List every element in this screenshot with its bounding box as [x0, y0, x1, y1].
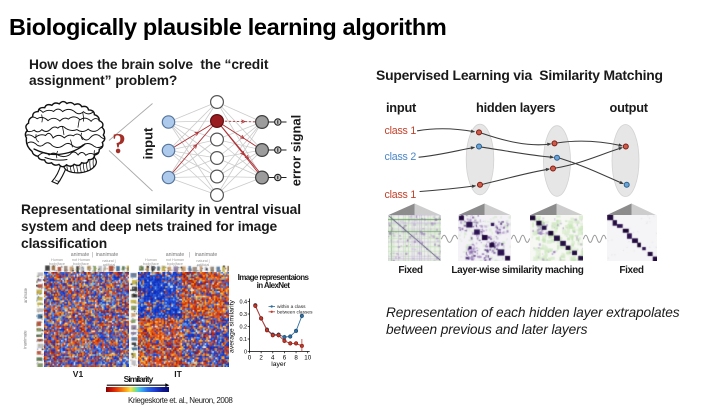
legend-label: between classes — [277, 310, 313, 316]
brain-to-network-bracket — [108, 103, 153, 192]
v1-sub-human: Human body|face — [49, 257, 65, 266]
caption-fixed-input: Fixed — [398, 264, 423, 276]
it-similarity-matrix — [137, 272, 229, 367]
y-tick-label: 0.2 — [239, 325, 247, 331]
class-1-label-top: class 1 — [384, 124, 417, 137]
similarity-matrix-hidden-1 — [458, 214, 511, 261]
slide-title: Biologically plausible learning algorith… — [9, 13, 447, 40]
class-1-label-bottom: class 1 — [384, 188, 417, 201]
legend-label: within a class — [277, 304, 306, 310]
brain-illustration — [24, 100, 106, 185]
similarity-matching-diagram — [416, 123, 640, 197]
v1-stimuli-strip-left — [35, 272, 44, 367]
x-tick-label: 6 — [283, 355, 287, 362]
column-label-hidden-layers: hidden layers — [476, 100, 556, 115]
similarity-arrow — [106, 383, 170, 388]
similarity-colorbar-label: Similarity — [123, 374, 154, 384]
y-tick-label: 0.4 — [239, 300, 247, 306]
v1-caption: V1 — [72, 368, 84, 379]
v1-similarity-matrix — [44, 272, 129, 367]
v1-stimuli-strip-top — [44, 264, 129, 273]
it-stimuli-strip-top — [137, 264, 229, 273]
v1-inanimate-label: inanimate — [95, 251, 119, 258]
credit-assignment-network — [161, 94, 287, 203]
credit-assignment-question: How does the brain solve the “credit ass… — [29, 56, 269, 89]
input-axis-label: input — [140, 127, 156, 160]
column-label-output: output — [609, 100, 649, 115]
v1-sub-not-human: not Human body|face — [71, 257, 91, 266]
similarity-matrix-fixed-output — [606, 214, 657, 261]
x-tick-label: 8 — [294, 355, 298, 362]
caption-fixed-output: Fixed — [619, 264, 644, 276]
it-sub-natural: natural | artificial — [196, 259, 210, 267]
alexnet-inset-title: Image representaions in AlexNet — [237, 272, 309, 291]
y-tick-label: 0.3 — [239, 312, 247, 318]
v1-animate-label: animate — [70, 251, 90, 258]
it-inanimate-label: inanimate — [194, 251, 218, 258]
v1-side-inanimate-label: inanimate — [22, 330, 28, 349]
v1-side-animate-label: animate — [22, 288, 28, 303]
it-sub-not-human: not Human body|face — [165, 257, 185, 266]
error-signal-label: error signal — [288, 114, 304, 187]
caption-layerwise: Layer-wise similarity maching — [451, 264, 584, 276]
y-tick-label: 0 — [244, 350, 247, 356]
it-animate-label: animate — [165, 251, 185, 258]
it-caption: IT — [174, 368, 182, 379]
v1-sub-natural: natural | artificial — [102, 259, 116, 267]
x-tick-label: 4 — [271, 355, 275, 362]
matrix-pyramids-and-links — [388, 203, 657, 243]
similarity-colorbar — [105, 386, 170, 393]
y-axis-label: average similarity — [229, 299, 236, 352]
rdm-group-dividers — [92, 252, 190, 258]
y-tick-label: 0.1 — [239, 337, 247, 343]
x-tick-label: 10 — [304, 355, 311, 362]
x-tick-label: 0 — [248, 355, 252, 362]
column-label-input: input — [386, 100, 417, 115]
similarity-matrix-hidden-2 — [530, 214, 583, 261]
question-mark: ? — [112, 129, 126, 160]
x-axis-label: layer — [271, 361, 286, 368]
x-tick-label: 2 — [259, 355, 263, 362]
it-sub-human: Human body|face — [143, 257, 159, 266]
extrapolation-note: Representation of each hidden layer extr… — [386, 304, 680, 338]
similarity-matrix-fixed-input — [388, 214, 441, 261]
supervised-learning-heading: Supervised Learning via Similarity Match… — [376, 67, 663, 83]
citation: Kriegeskorte et. al., Neuron, 2008 — [128, 395, 233, 405]
class-2-label: class 2 — [384, 151, 417, 164]
it-stimuli-strip-left — [129, 272, 138, 367]
representational-similarity-heading: Representational similarity in ventral v… — [21, 202, 301, 252]
